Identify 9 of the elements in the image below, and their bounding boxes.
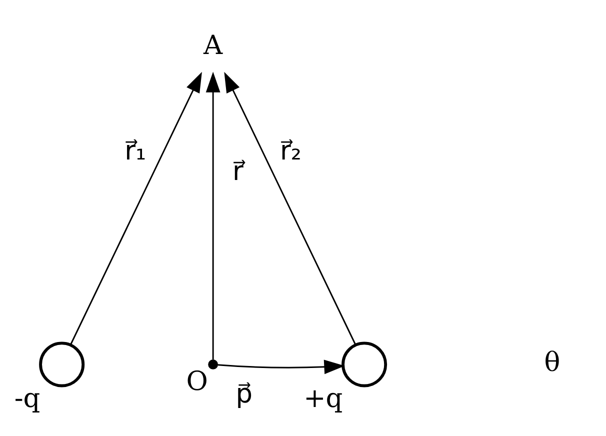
- edge-label: r⃗₂: [280, 135, 302, 166]
- node-label: +q: [304, 382, 343, 414]
- node-label: -q: [14, 382, 40, 414]
- edge-label: r⃗₁: [124, 135, 146, 166]
- node-text: A: [204, 30, 223, 61]
- edge-label: r⃗: [232, 156, 244, 188]
- label: θ: [544, 346, 560, 378]
- edge-label: p⃗: [236, 378, 253, 410]
- node-label: O: [186, 366, 208, 397]
